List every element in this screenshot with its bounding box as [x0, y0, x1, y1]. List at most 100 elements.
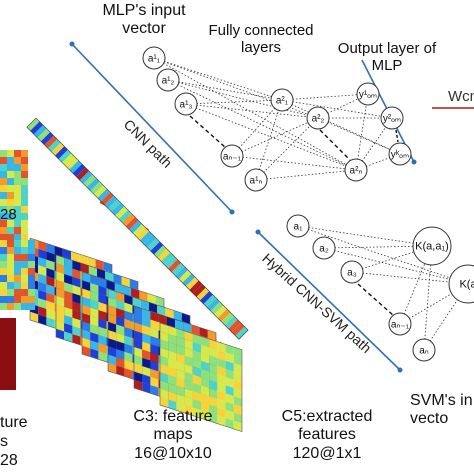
mlp-node-h-3 — [344, 158, 368, 182]
strip-cell — [210, 301, 224, 315]
strip-cell — [224, 315, 238, 329]
strip-cell — [65, 156, 79, 170]
strip-cell — [79, 171, 93, 184]
feature-strip — [26, 117, 249, 340]
strip-cell — [203, 294, 217, 308]
strip-cell — [37, 128, 51, 142]
strip-cell — [207, 298, 220, 312]
feature-map-stack — [29, 237, 243, 433]
left-label-3: 28 — [0, 452, 18, 469]
feature-map — [159, 322, 243, 433]
strip-cell — [51, 142, 65, 156]
node-label: a₃ — [347, 268, 357, 279]
mlp-node-in-2 — [156, 68, 180, 92]
strip-cell — [125, 216, 139, 230]
strip-cell — [58, 149, 72, 163]
strip-cell — [132, 224, 146, 237]
strip-cell — [161, 252, 174, 266]
strip-cell — [115, 206, 128, 220]
node-labels: a¹₁a¹₂a¹₃aₙ₋₁a¹ₙa²₁a²₂a²ₙy¹ₒₘy²ₒₘyᵏₒₘa₁a… — [148, 54, 474, 357]
strip-cell — [214, 305, 227, 319]
cnn-path-line — [71, 43, 233, 213]
mlp-node-h-2 — [306, 106, 330, 130]
strip-cell — [69, 160, 82, 174]
strip-cell — [101, 192, 114, 205]
strip-cell — [178, 270, 192, 283]
svm-kernel-2 — [448, 264, 474, 304]
strip-cell — [182, 273, 196, 287]
mlp-node-in-1 — [142, 46, 166, 70]
node-label: a¹₃ — [180, 100, 193, 111]
mlp-hidden-nodes — [270, 88, 368, 182]
mlp-node-out-3 — [388, 142, 412, 166]
strip-cell — [175, 266, 189, 280]
strip-cell — [90, 181, 104, 195]
left-label-1: ture — [0, 414, 28, 431]
wcm-label: Wcm — [448, 88, 474, 105]
mlp-node-out-2 — [380, 106, 404, 130]
left-label-2: s — [0, 433, 8, 450]
node-label: a¹₁ — [148, 54, 161, 65]
strip-cell — [196, 287, 210, 301]
node-label: a²ₙ — [350, 166, 363, 177]
strip-cell — [139, 231, 153, 244]
strip-cell — [48, 139, 61, 152]
strip-cell — [40, 132, 54, 145]
strip-cell — [104, 195, 118, 209]
svm-node-in-2 — [312, 236, 336, 260]
left-feature-map — [0, 150, 35, 310]
left-label-top: 28 — [0, 206, 17, 223]
svm-kernel-nodes — [412, 226, 474, 304]
strip-cell — [93, 185, 107, 198]
svm-kernel-1 — [412, 226, 452, 266]
strip-cell — [72, 163, 86, 177]
dark-red-block — [0, 318, 16, 390]
strip-cell — [118, 209, 132, 223]
strip-cell — [164, 255, 178, 269]
strip-cell — [26, 118, 40, 131]
node-label: a¹ₙ — [250, 176, 263, 187]
strip-cell — [157, 248, 171, 262]
strip-cell — [108, 199, 121, 213]
strip-cell — [147, 238, 160, 251]
strip-cell — [111, 202, 125, 216]
node-label: a²₂ — [312, 114, 325, 125]
mlp-node-h-1 — [270, 88, 294, 112]
strip-cell — [129, 220, 143, 234]
strip-cell — [62, 153, 75, 167]
svm-node-in-5 — [412, 338, 436, 362]
strip-cell — [231, 323, 245, 336]
svm-node-in-1 — [286, 214, 310, 238]
strip-cell — [200, 291, 213, 304]
strip-cell — [235, 326, 249, 340]
strip-cell — [150, 241, 164, 255]
svm-node-in-3 — [340, 260, 364, 284]
strip-cell — [221, 312, 234, 326]
node-label: a¹₂ — [162, 76, 175, 87]
mlp-node-in-3 — [174, 92, 198, 116]
strip-cell — [168, 259, 181, 273]
node-label: a²₁ — [276, 96, 289, 107]
strip-cell — [217, 308, 231, 322]
hybrid-path-line — [257, 231, 401, 371]
node-label: K(a — [459, 279, 474, 291]
strip-cell — [136, 227, 150, 241]
node-label: a₂ — [319, 244, 329, 255]
strip-cell — [86, 178, 100, 191]
svm-node-in-4 — [388, 312, 412, 336]
mlp-node-in-4 — [220, 144, 244, 168]
strip-cell — [228, 319, 242, 333]
strip-cell — [30, 121, 44, 135]
node-label: y¹ₒₘ — [359, 90, 377, 101]
node-label: a₁ — [294, 222, 304, 233]
strip-cell — [192, 284, 206, 297]
strip-cell — [154, 245, 167, 259]
node-label: aₙ₋₁ — [223, 152, 242, 163]
strip-cell — [44, 135, 58, 149]
